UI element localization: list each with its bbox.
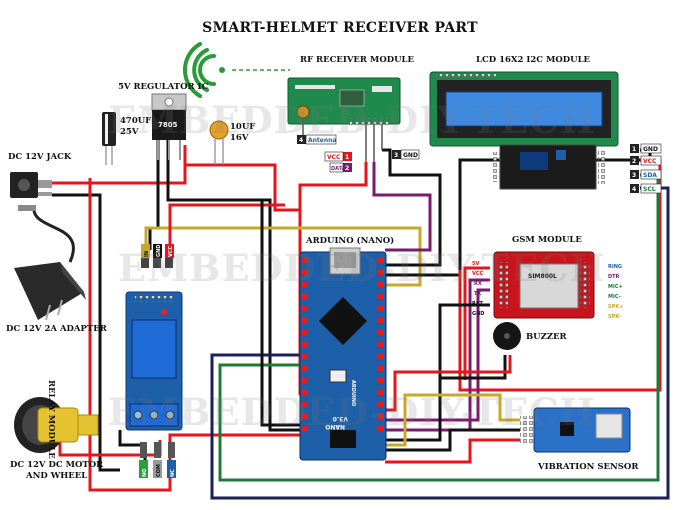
rf-pin-num-gnd: 3 [394, 152, 398, 159]
adapter-label: DC 12V 2A ADAPTER [6, 324, 107, 334]
capacitor-10uf [209, 120, 229, 165]
rf-pin-num-data: 2 [345, 165, 349, 172]
dc-jack-label: DC 12V JACK [8, 152, 72, 162]
wire-rf-vcc [298, 162, 368, 210]
relay-pin-com: COM [156, 464, 162, 477]
lcd-pin-gnd: GND [643, 146, 658, 153]
gsm-pin-spk-minus: SPK- [608, 314, 621, 320]
rf-pin-antenna: Antenna [308, 137, 336, 144]
gsm-module [493, 251, 595, 319]
lcd-pin-vcc: VCC [643, 158, 657, 165]
lcd-pin-tags [630, 143, 662, 194]
rf-pin-num-antenna: 4 [299, 137, 303, 144]
rf-pin-data: DATA [331, 166, 346, 172]
wire-rf-data [372, 162, 432, 252]
watermark-bottom: EMBEDDED-DIY-TECH [108, 390, 596, 434]
relay-module [125, 291, 183, 431]
relay-pin-no: NO [142, 469, 148, 477]
arduino-board-text-2: NANO [325, 423, 345, 430]
wire-vib-yellow [385, 393, 520, 447]
relay-pin-gnd: GND [156, 245, 162, 257]
lcd-i2c-backpack [492, 144, 606, 190]
cap1-voltage-label: 25V [120, 127, 139, 137]
rf-pin-tags [297, 134, 420, 173]
relay-pin-nc: NC [170, 469, 176, 477]
gsm-pin-ring: RING [608, 264, 622, 270]
dc-motor-wheel [14, 397, 99, 453]
relay-module-label: RELAY MODULE [46, 380, 56, 459]
cap1-value-label: 470UF [120, 116, 152, 126]
wire-vib-red [385, 438, 520, 464]
wire-reg-black [148, 140, 160, 250]
wire-arduino-gnd [260, 200, 300, 427]
gsm-pin-dtr: DTR [608, 274, 620, 280]
motor-label-line1: DC 12V DC MOTOR [10, 460, 104, 470]
gsm-pin-vcc: VCC [472, 271, 484, 277]
lcd-pin-num-4: 4 [632, 186, 636, 193]
gsm-pin-tx: TX [474, 291, 481, 297]
wire-gsm-tx [385, 288, 490, 422]
arduino-board-text-1: ARDUINO [350, 380, 356, 406]
gsm-pin-rx: RX [474, 281, 482, 287]
rf-pin-gnd: GND [403, 152, 418, 159]
buzzer [493, 322, 521, 350]
gsm-pin-5v: 5V [472, 261, 479, 267]
vibration-sensor-board [520, 407, 631, 453]
gsm-pin-mic-plus: MIC+ [608, 284, 623, 290]
lcd-pin-sda: SDA [643, 172, 657, 179]
power-adapter [14, 205, 86, 321]
rf-pin-num-vcc: 1 [345, 154, 349, 161]
vibration-sensor-label: VIBRATION SENSOR [538, 462, 639, 472]
wire-buzzer-red [385, 355, 512, 412]
gsm-module-label: GSM MODULE [512, 235, 582, 245]
regulator-label: 5V REGULATOR IC [118, 82, 209, 92]
wire-buzzer-black [440, 355, 507, 380]
relay-pin-in: IN [144, 251, 150, 257]
dc-jack [10, 172, 52, 198]
watermark-top: EMBEDDED-DIY-TECH [108, 98, 596, 142]
wire-jack-red [52, 145, 187, 185]
rf-pin-vcc: VCC [327, 154, 341, 161]
lcd-pin-scl: SCL [643, 186, 656, 193]
gsm-chip-label: SIM800L [528, 273, 557, 280]
rf-module-label: RF RECEIVER MODULE [300, 55, 414, 65]
buzzer-label: BUZZER [526, 332, 567, 342]
cap2-voltage-label: 16V [230, 133, 249, 143]
wire-gsm-vcc [463, 266, 490, 380]
wire-vib-black [385, 428, 520, 452]
wire-reg-black2 [166, 140, 300, 432]
voltage-regulator-7805 [151, 93, 187, 160]
wire-jack-black [52, 193, 120, 472]
lcd-display [429, 71, 619, 147]
motor-label-line2: AND WHEEL [26, 471, 88, 481]
wire-relay-red [168, 203, 285, 250]
wireless-signal-icon [182, 42, 225, 98]
watermark-middle: EMBEDDED-DIY-TECH [118, 246, 606, 290]
page-title: SMART-HELMET RECEIVER PART [202, 20, 478, 36]
rf-receiver-board [287, 77, 401, 126]
gsm-pin-gnd: GND [472, 311, 484, 317]
wire-relay-yellow [144, 226, 422, 287]
lcd-pin-num-3: 3 [632, 172, 636, 179]
lcd-pin-num-2: 2 [632, 158, 636, 165]
cap2-value-label: 10UF [230, 122, 256, 132]
wire-lcd-scl [210, 186, 670, 500]
gsm-pin-mic-minus: MIC- [608, 294, 621, 300]
relay-pin-vcc: VCC [168, 245, 174, 257]
wire-gsm-rx [385, 278, 490, 432]
gsm-pin-spk-plus: SPK+ [608, 304, 623, 310]
regulator-chip-label: 7805 [158, 121, 178, 129]
lcd-pin-num-1: 1 [632, 146, 636, 153]
arduino-nano-board [299, 247, 387, 461]
wire-rf-gnd [382, 148, 442, 267]
arduino-label: ARDUINO (NANO) [306, 236, 395, 246]
lcd-module-label: LCD 16X2 I2C MODULE [476, 55, 591, 65]
gsm-pin-rst: RST [472, 301, 483, 307]
capacitor-470uf [102, 112, 116, 165]
wire-reg-red [183, 145, 302, 395]
arduino-board-text-3: V3.0 [333, 415, 348, 422]
